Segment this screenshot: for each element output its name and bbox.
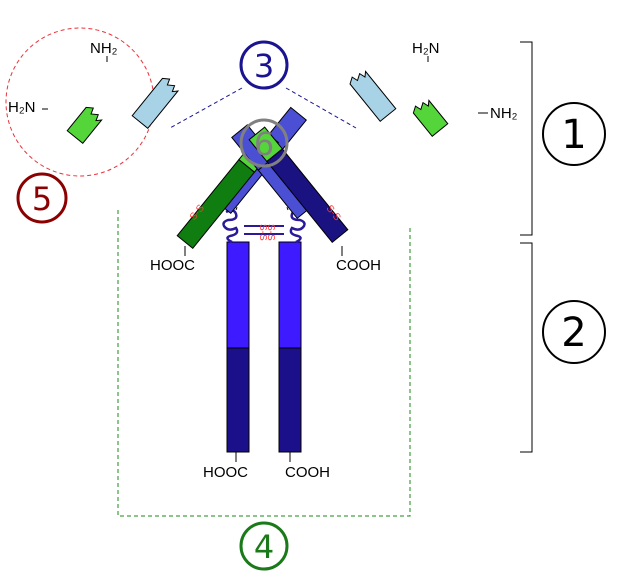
left-stem-hooc-label: HOOC <box>203 464 248 481</box>
right-arm-cooh-label: COOH <box>336 257 381 274</box>
svg-text:6: 6 <box>254 125 274 163</box>
marker-3: 3 <box>239 40 289 90</box>
marker-6: 6 <box>239 118 289 168</box>
svg-text:3: 3 <box>254 47 274 85</box>
left-heavy-ch2 <box>226 241 250 349</box>
right-light-vl <box>248 126 284 163</box>
marker-1: 1 <box>542 102 606 166</box>
top-right-h2n-label: H₂N <box>412 40 440 57</box>
svg-text:2: 2 <box>561 310 586 356</box>
right-nh2-label: NH₂ <box>490 105 518 122</box>
right-heavy-ch2 <box>278 241 302 349</box>
svg-text:1: 1 <box>561 112 586 158</box>
right-heavy-variable-tip <box>349 70 397 122</box>
right-hinge-coil <box>289 209 306 244</box>
right-stem-cooh-label: COOH <box>285 464 330 481</box>
left-light-variable-tip <box>66 106 103 144</box>
fc-bracket <box>520 242 533 453</box>
left-heavy-ch3 <box>226 347 250 453</box>
marker-2: 2 <box>542 300 606 364</box>
marker-5: 5 <box>16 172 68 224</box>
right-light-variable-tip <box>412 99 449 137</box>
svg-text:5: 5 <box>32 180 52 218</box>
svg-text:4: 4 <box>254 528 274 566</box>
fab-bracket <box>520 41 533 236</box>
constant-region-dashed-box <box>117 210 411 517</box>
left-arm-hooc-label: HOOC <box>150 257 195 274</box>
marker-4: 4 <box>239 521 289 571</box>
right-heavy-ch3 <box>278 347 302 453</box>
left-hinge-coil <box>222 209 239 244</box>
hinge-disulfide-label-2: S-S <box>265 224 276 241</box>
marker-3-pointer-left <box>169 87 243 129</box>
top-left-nh2-label: NH₂ <box>90 40 118 57</box>
left-heavy-variable-tip <box>131 77 180 129</box>
right-light-arm <box>248 126 349 243</box>
left-light-cl <box>176 158 256 249</box>
left-h2n-label: H₂N <box>8 99 36 116</box>
hinge-disulfide-label-1: S-S <box>257 224 268 241</box>
